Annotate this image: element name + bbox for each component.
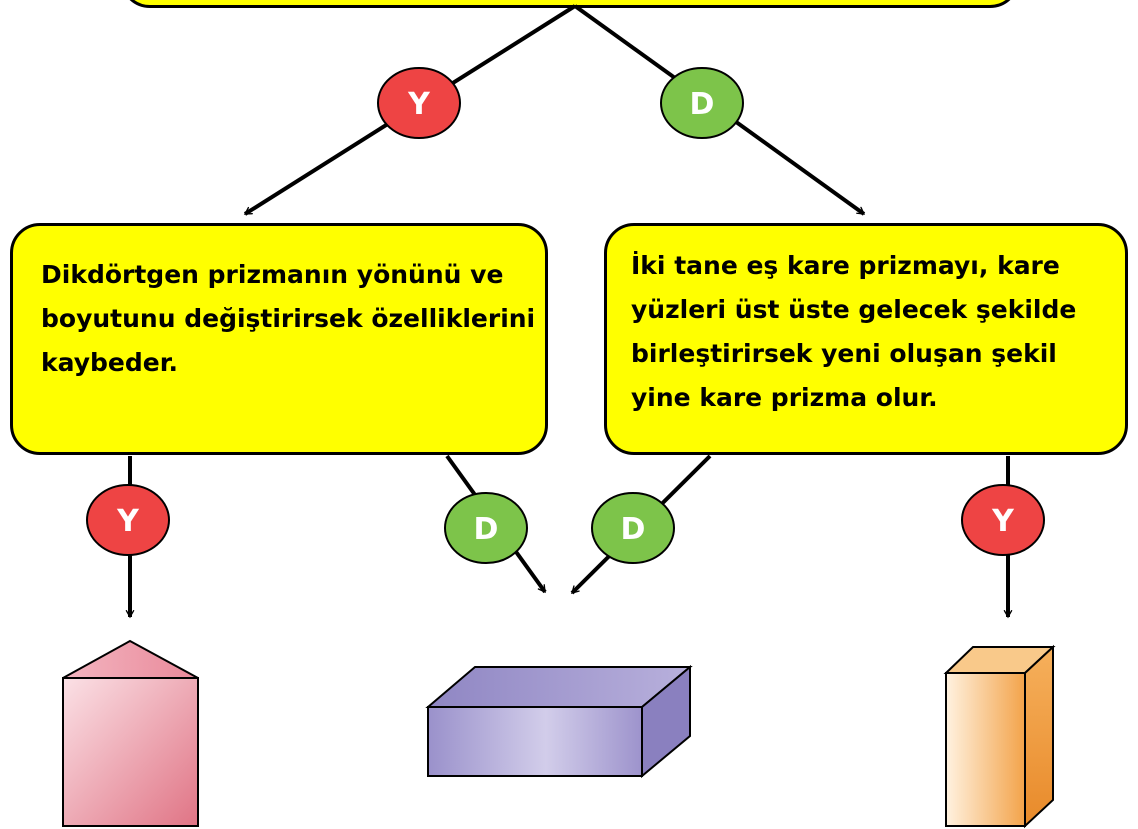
connector-top-right: [573, 4, 866, 216]
purple-rectangular-prism: [425, 664, 693, 779]
badge-right-center: D: [591, 492, 675, 564]
badge-left-center: D: [444, 492, 528, 564]
badge-right-down-label: Y: [991, 504, 1015, 539]
badge-right-down: Y: [961, 484, 1045, 556]
pink-prism-shape: [62, 639, 199, 827]
right-statement-box: İki tane eş kare prizmayı, kare yüzleri …: [604, 223, 1128, 455]
badge-top-left-label: Y: [407, 87, 431, 122]
connector-right-center: [570, 454, 712, 595]
badge-left-down: Y: [86, 484, 170, 556]
connector-top-left: [243, 4, 577, 216]
badge-left-down-label: Y: [116, 504, 140, 539]
left-statement-box: Dikdörtgen prizmanın yönünü ve boyutunu …: [10, 223, 548, 455]
badge-top-right: D: [660, 67, 744, 139]
badge-right-center-label: D: [621, 512, 646, 547]
badge-left-center-label: D: [474, 512, 499, 547]
badge-top-left: Y: [377, 67, 461, 139]
connector-left-center: [445, 454, 547, 594]
top-statement-box: [120, 0, 1020, 8]
orange-square-prism: [943, 644, 1056, 829]
badge-top-right-label: D: [690, 87, 715, 122]
